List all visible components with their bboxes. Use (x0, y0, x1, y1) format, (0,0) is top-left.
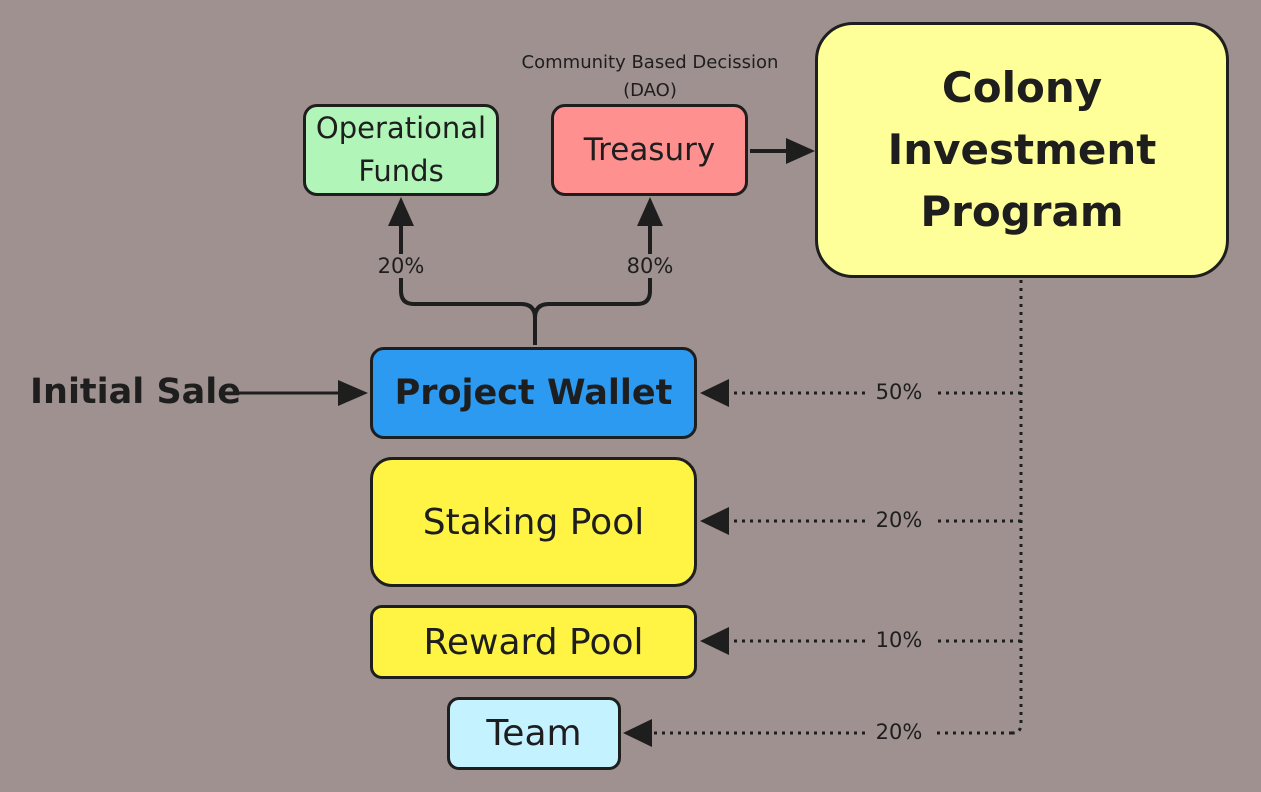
project-wallet-pct: 50% (875, 380, 923, 404)
dao-note-line2: (DAO) (623, 80, 677, 101)
colony-investment-program-box: Colony Investment Program (815, 22, 1229, 278)
treasury-split-pct: 80% (614, 254, 686, 278)
treasury-to-colony-arrow (750, 138, 815, 164)
colony-line2: Investment (887, 124, 1157, 174)
initial-sale-arrow (236, 380, 368, 406)
team-label: Team (486, 713, 582, 754)
reward-pool-pct: 10% (875, 628, 923, 652)
dao-note-line1: Community Based Decission (521, 52, 779, 73)
operational-funds-box: Operational Funds (303, 104, 499, 196)
operational-funds-line1: Operational (315, 110, 487, 145)
treasury-arrowhead (637, 197, 663, 226)
split-bracket (399, 225, 652, 345)
treasury-box: Treasury (551, 104, 748, 196)
staking-pool-label: Staking Pool (422, 501, 645, 543)
team-arrowhead (623, 719, 652, 747)
reward-pool-box: Reward Pool (370, 605, 697, 679)
staking-pool-box: Staking Pool (370, 457, 697, 587)
colony-line1: Colony (941, 62, 1103, 112)
colony-vertical-dotted-line (1011, 280, 1023, 735)
staking-arrowhead (700, 507, 729, 535)
operational-arrowhead (388, 197, 414, 226)
team-pct: 20% (875, 720, 923, 744)
reward-pool-label: Reward Pool (423, 621, 644, 663)
project-wallet-arrowhead (700, 379, 729, 407)
project-wallet-label: Project Wallet (394, 373, 673, 413)
operational-split-pct: 20% (366, 254, 436, 278)
treasury-label: Treasury (583, 132, 716, 168)
project-wallet-box: Project Wallet (370, 347, 697, 439)
colony-line3: Program (920, 187, 1124, 237)
initial-sale-label: Initial Sale (30, 372, 242, 412)
team-box: Team (447, 697, 621, 770)
operational-funds-line2: Funds (358, 154, 444, 188)
staking-pool-pct: 20% (875, 508, 923, 532)
reward-arrowhead (700, 627, 729, 655)
